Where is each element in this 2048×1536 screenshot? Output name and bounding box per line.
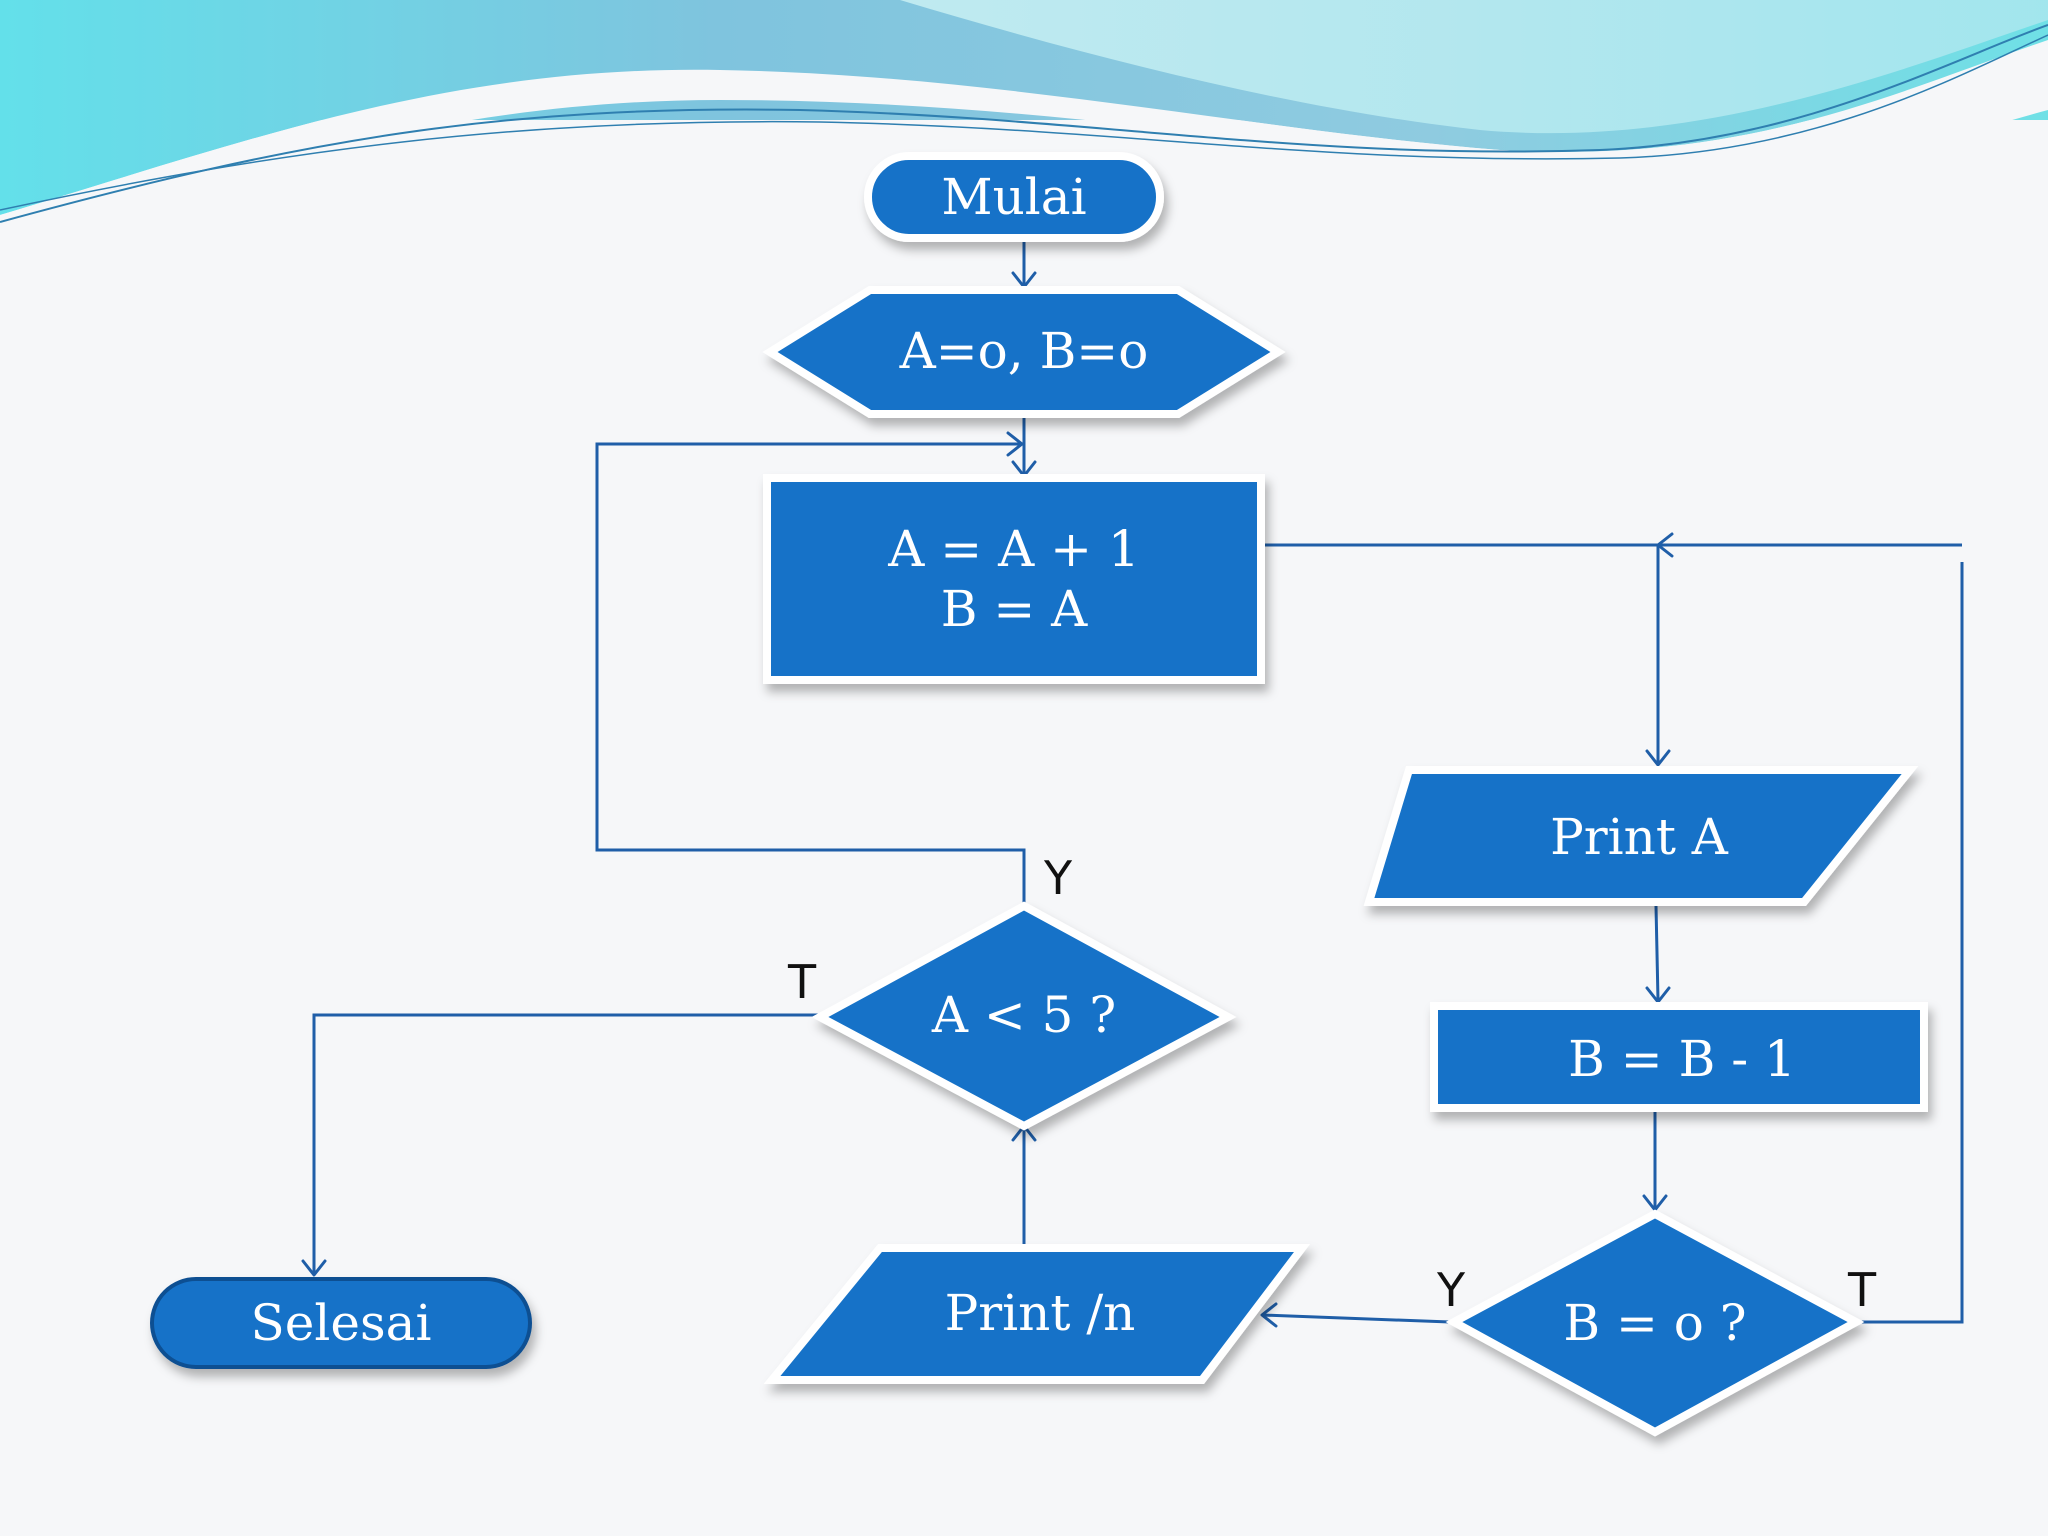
decision-b: B = o ? (1445, 1209, 1865, 1437)
header-wave (0, 0, 2048, 230)
decision-a-label: A < 5 ? (931, 986, 1116, 1044)
print-a-label: Print A (1550, 808, 1729, 866)
decision-a-yes-label: Y (1043, 851, 1073, 905)
decrement-box: B = B - 1 (1430, 1002, 1928, 1112)
process-box: A = A + 1 B = A (763, 474, 1265, 684)
decision-b-no-label: T (1847, 1263, 1877, 1317)
init-label: A=o, B=o (899, 322, 1149, 380)
decision-b-label: B = o ? (1563, 1294, 1746, 1352)
decrement-label: B = B - 1 (1568, 1030, 1796, 1088)
decision-a-no-label: T (787, 955, 817, 1009)
connectors (301, 238, 1964, 1328)
process-line-2: B = A (941, 580, 1088, 638)
print-n-io: Print /n (763, 1244, 1311, 1384)
decision-a: A < 5 ? (811, 901, 1237, 1131)
start-terminal: Mulai (864, 152, 1164, 242)
start-label: Mulai (941, 168, 1086, 226)
print-n-label: Print /n (945, 1284, 1136, 1342)
process-line-1: A = A + 1 (887, 520, 1139, 578)
end-terminal: Selesai (150, 1277, 532, 1369)
init-preparation: A=o, B=o (762, 286, 1286, 418)
end-label: Selesai (251, 1294, 432, 1352)
edge-labels: Y T Y T (787, 851, 1877, 1317)
decision-b-yes-label: Y (1436, 1263, 1466, 1317)
print-a-io: Print A (1363, 766, 1919, 906)
